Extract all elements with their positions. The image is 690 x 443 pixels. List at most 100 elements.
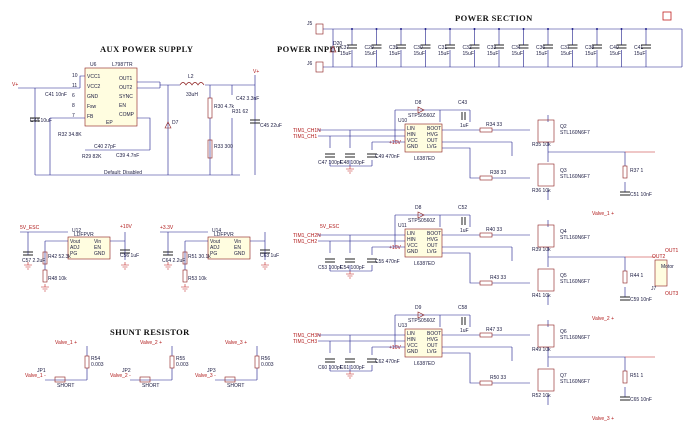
ground-icon [261,262,269,270]
ldo-pin-left: ADJ [210,245,220,251]
driver-vcc-net: +10V [389,345,401,351]
power-input-block: POWER INPUT J5 J6 D20 C3715uFC2915uFC351… [277,11,683,73]
boot-cap-ref: C58 [458,305,467,311]
resistor-icon [622,270,628,284]
bulk-cap-value: 15uF [634,51,645,57]
jumper-label: SHORT [57,383,74,389]
driver-pin-right: LVG [427,144,437,150]
mosfet-high-part: STL160N6F7 [560,335,590,341]
filter-cap-3: C49 470nF [375,154,400,160]
driver-vcc-net: +10V [389,245,401,251]
capacitor-icon [592,44,602,49]
driver-part: L6387ED [414,156,435,162]
d20-label: D20 [333,41,342,47]
driver-ref: U13 [398,323,407,329]
gate-r-high: R40 33 [486,227,502,233]
resistor-icon [182,251,188,265]
driver-pin-left: VCC [407,138,418,144]
r32-label: R32 34.8K [58,132,82,138]
shunt-title: SHUNT RESISTOR [110,327,190,337]
mosfet-high-icon [537,119,555,143]
driver-pin-left: LIN [407,126,415,132]
driver-pin-left: HIN [407,237,416,243]
capacitor-icon [620,296,630,301]
u6-pin-right: COMP [119,112,135,118]
u6-pin-right: EN [119,103,126,109]
c45-label: C45 22uF [260,123,282,129]
c40-label: C40 27pF [94,144,116,150]
motor-connector [654,259,668,287]
capacitor-icon [325,153,335,158]
aux-supply-title: AUX POWER SUPPLY [100,44,193,54]
resistor-icon [182,269,188,283]
capacitor-icon [616,44,627,49]
motor-label: Motor [661,264,674,270]
pulldown-r-high: R35 10k [532,142,551,148]
shunt-r-val: 0.003 [176,362,189,368]
r33-label: R33 300 [214,144,233,150]
capacitor-icon [543,44,553,49]
u6-ref: U6 [90,62,97,68]
bootstrap-diode-icon [417,211,425,219]
pwm-in-low: TIM1_CH3 [293,339,317,345]
shunt-r-ref: R56 [261,356,270,362]
driver-pin-left: LIN [407,231,415,237]
ground-icon [164,262,172,270]
driver-pin-right: OUT [427,243,438,249]
bootstrap-diode-icon [417,106,425,114]
mosfet-low-part: STL160N6F7 [560,174,590,180]
shunt-r-ref: R55 [176,356,185,362]
boot-diode-part: STPS0560Z [408,218,435,224]
ldo-pin-right: EN [94,245,101,251]
capacitor-icon [23,251,33,256]
resistor-icon [479,380,493,386]
bulk-cap-ref: C33 [487,45,496,51]
capacitor-icon [367,258,377,263]
u6-pin-left: VCC2 [87,84,101,90]
resistor-icon [254,355,260,369]
driver-ref: U11 [398,223,407,229]
aux-note: Default: Disabled [104,170,142,176]
bulk-cap-ref: C37 [340,45,349,51]
bulk-cap-ref: C41 [634,45,643,51]
ground-icon [24,262,32,270]
mosfet-high-ref: Q4 [560,229,567,235]
ldo-r-bot: R48 10k [48,276,67,282]
d7-diode-icon [164,121,172,129]
ldo-ref: U12 [72,228,81,234]
ground-icon [181,284,189,292]
driver-pin-right: LVG [427,349,437,355]
resistor-icon [169,355,175,369]
phase-valve-net: Valve_1 + [592,211,614,217]
bulk-cap-value: 15uF [414,51,425,57]
shunt-r-ref: R54 [91,356,100,362]
j6-label: J6 [307,61,313,67]
mosfet-high-icon [537,324,555,348]
capacitor-icon [469,44,480,49]
jumper-ref: JP3 [207,368,216,374]
phase-valve-net: Valve_2 + [592,316,614,322]
driver-pin-right: LVG [427,249,437,255]
driver-pin-right: HVG [427,337,438,343]
resistor-icon [479,280,493,286]
driver-pin-left: HIN [407,337,416,343]
bulk-cap-value: 15uF [512,51,523,57]
capacitor-icon [345,153,355,158]
gate-driver-ic [404,328,443,358]
driver-part: L6387ED [414,261,435,267]
r30-label: R30 4.7k [214,104,235,110]
bridge-phase-3: D9STPS0560ZC581uFU13L6387EDLINHINVCCGNDB… [293,305,655,422]
resistor-icon [42,269,48,283]
driver-pin-left: HIN [407,132,416,138]
l2-inductor-icon [179,82,205,86]
snubber-r: R44 1 [630,273,644,279]
vbus-port-icon [662,11,672,21]
mosfet-low-part: STL160N6F7 [560,279,590,285]
bulk-cap-ref: C37 [561,45,570,51]
jumper-ref: JP1 [37,368,46,374]
resistor-icon [84,355,90,369]
ldo-r-bot: R53 10k [188,276,207,282]
capacitor-icon [518,44,529,49]
